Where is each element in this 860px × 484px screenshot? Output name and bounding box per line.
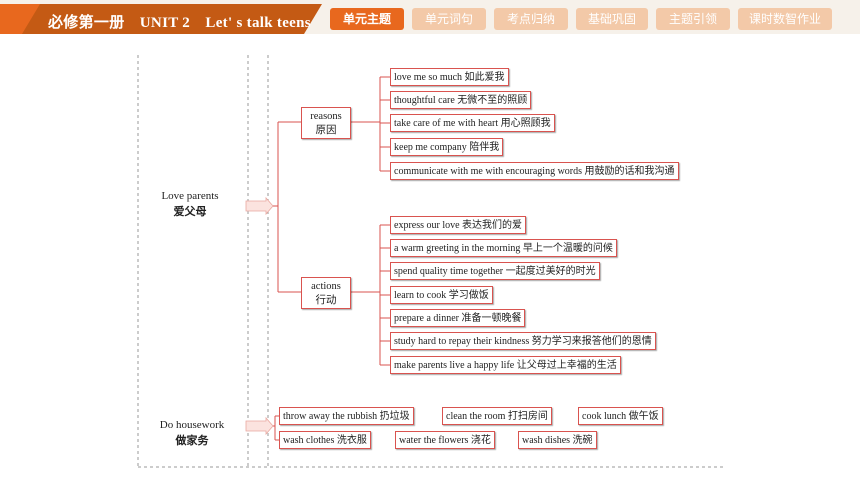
reason-item: thoughtful care 无微不至的照顾: [390, 91, 532, 109]
reason-item: communicate with me with encouraging wor…: [390, 162, 679, 180]
actions-en: actions: [311, 281, 341, 292]
actions-node: actions 行动: [301, 277, 351, 309]
action-item: prepare a dinner 准备一顿晚餐: [390, 309, 526, 327]
action-item: spend quality time together 一起度过美好的时光: [390, 262, 600, 280]
page-title: 必修第一册 UNIT 2 Let' s talk teens: [48, 15, 311, 31]
title-banner: 必修第一册 UNIT 2 Let' s talk teens: [0, 4, 330, 34]
reasons-node: reasons 原因: [301, 107, 351, 139]
tab-key-points[interactable]: 考点归纳: [494, 8, 568, 30]
housework-item: wash clothes 洗衣服: [279, 431, 371, 449]
do-housework-label: Do housework 做家务: [150, 418, 234, 448]
housework-item: cook lunch 做午饭: [578, 407, 663, 425]
action-item: study hard to repay their kindness 努力学习来…: [390, 332, 656, 350]
action-item: express our love 表达我们的爱: [390, 216, 527, 234]
reason-item: love me so much 如此爱我: [390, 68, 509, 86]
love-parents-en: Love parents: [161, 190, 219, 202]
reason-item: take care of me with heart 用心照顾我: [390, 114, 555, 132]
tab-unit-theme[interactable]: 单元主题: [330, 8, 404, 30]
action-item: make parents live a happy life 让父母过上幸福的生…: [390, 356, 621, 374]
reasons-en: reasons: [310, 111, 342, 122]
tab-unit-words[interactable]: 单元词句: [412, 8, 486, 30]
reasons-zh: 原因: [315, 125, 337, 136]
tab-theme-lead[interactable]: 主题引领: [656, 8, 730, 30]
housework-item: water the flowers 浇花: [395, 431, 495, 449]
title-banner-shape: [0, 4, 322, 34]
tab-homework[interactable]: 课时数智作业: [738, 8, 832, 30]
love-parents-zh: 爱父母: [173, 205, 207, 218]
action-item: learn to cook 学习做饭: [390, 286, 493, 304]
housework-item: wash dishes 洗碗: [518, 431, 597, 449]
housework-item: clean the room 打扫房间: [442, 407, 552, 425]
action-item: a warm greeting in the morning 早上一个温暖的问候: [390, 239, 617, 257]
do-housework-en: Do housework: [159, 419, 225, 431]
do-housework-zh: 做家务: [175, 434, 209, 447]
love-parents-label: Love parents 爱父母: [150, 189, 230, 219]
tab-basic-practice[interactable]: 基础巩固: [576, 8, 648, 30]
actions-zh: 行动: [315, 295, 337, 306]
housework-item: throw away the rubbish 扔垃圾: [279, 407, 414, 425]
reason-item: keep me company 陪伴我: [390, 138, 504, 156]
